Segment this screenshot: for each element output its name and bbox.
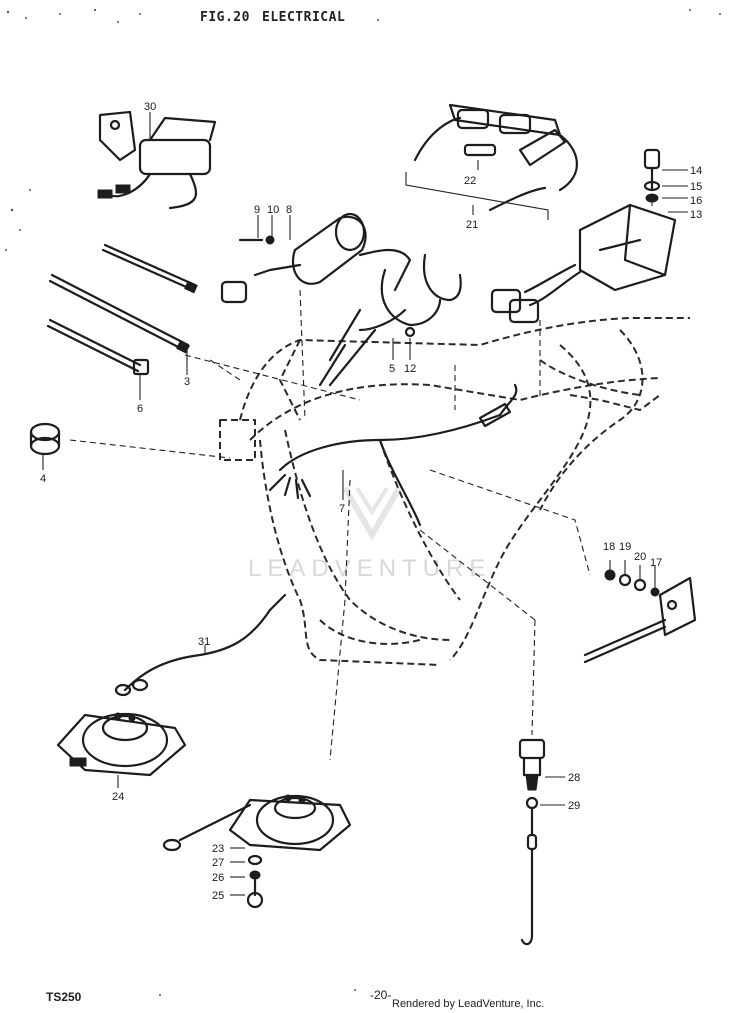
part-17-plate [429,469,697,664]
reference-leaders [209,320,541,621]
part-30-rectifier [97,110,217,210]
callout: 19 [619,541,631,553]
callout: 29 [568,800,580,812]
figure-number: FIG.20 [200,10,250,25]
callout: 24 [112,791,124,803]
part-13-regulator [490,148,688,324]
model-code: TS250 [46,990,82,1004]
part-8-ignition-coil [220,212,412,421]
part-7-wire-harness-leader [329,470,351,761]
callout: 5 [389,363,395,375]
callout: 22 [464,175,476,187]
callout: 3 [184,376,190,388]
watermark-logo [342,486,402,542]
scan-noise [5,8,721,996]
part-23-horn [162,794,352,909]
part-24-horn [56,712,187,788]
callout: 12 [404,363,416,375]
part-5-coil-band [328,253,462,387]
callout: 25 [212,890,224,902]
part-31-horn-lead [114,593,287,697]
callout: 18 [603,541,615,553]
figure-title: ELECTRICAL [262,10,346,25]
callout: 6 [137,403,143,415]
part-28-switch [518,619,565,791]
callout: 30 [144,101,156,113]
wiring-harness [268,308,518,527]
part-29-spring-rod [520,796,565,946]
callout: 4 [40,473,46,485]
callout: 23 [212,843,224,855]
callout: 17 [650,557,662,569]
callout: 7 [339,503,345,515]
callout: 14 [690,165,702,177]
callout: 10 [267,204,279,216]
callout: 28 [568,772,580,784]
page-number: -20- [370,988,392,1002]
part-21-22-bracket [405,103,578,220]
callout: 9 [254,204,260,216]
callout: 16 [690,195,702,207]
callout: 20 [634,551,646,563]
motorcycle-frame [219,317,690,666]
callout: 31 [198,636,210,648]
render-credit: Rendered by LeadVenture, Inc. [392,998,545,1010]
callout: 21 [466,219,478,231]
part-3-6-cables [46,243,361,401]
callout: 27 [212,857,224,869]
callout: 8 [286,204,292,216]
part-4-grommet [29,422,231,470]
callout: 13 [690,209,702,221]
callout: 15 [690,181,702,193]
callout: 26 [212,872,224,884]
callout-numbers: 30 22 21 14 15 16 13 9 10 8 3 6 4 5 12 7… [40,101,702,902]
watermark: LEADVENTURE [248,555,491,582]
